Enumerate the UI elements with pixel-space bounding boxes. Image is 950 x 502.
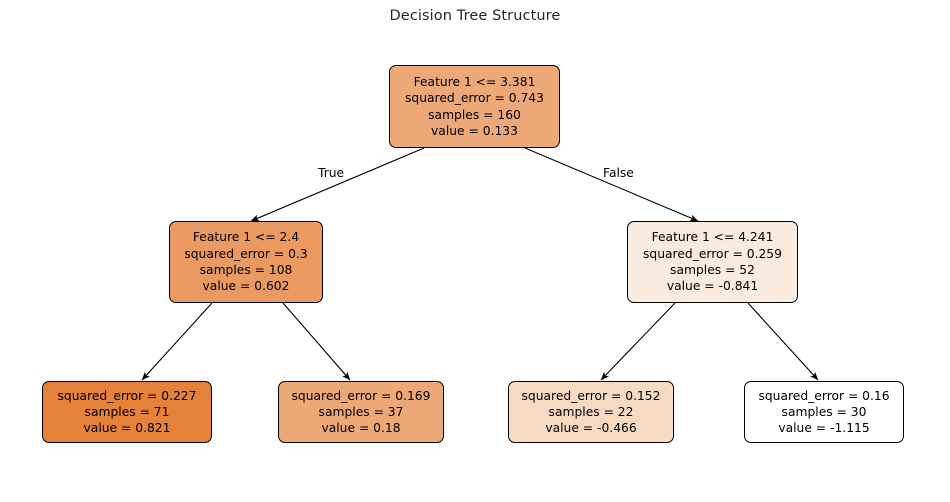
node-left-split: Feature 1 <= 2.4 bbox=[192, 230, 300, 245]
node-root-value: value = 0.133 bbox=[431, 123, 518, 138]
tree-node-root[interactable]: Feature 1 <= 3.381 squared_error = 0.743… bbox=[389, 65, 560, 148]
leaf-4-error: squared_error = 0.16 bbox=[758, 388, 890, 403]
tree-leaf-3[interactable]: squared_error = 0.152 samples = 22 value… bbox=[508, 381, 674, 443]
edge-right-leaf4 bbox=[747, 302, 819, 381]
leaf-3-value: value = -0.466 bbox=[545, 421, 637, 436]
node-left-value: value = 0.602 bbox=[202, 279, 290, 294]
leaf-3-samples: samples = 22 bbox=[548, 404, 634, 419]
leaf-1-value: value = 0.821 bbox=[83, 421, 171, 436]
tree-node-left[interactable]: Feature 1 <= 2.4 squared_error = 0.3 sam… bbox=[169, 221, 323, 303]
leaf-4-samples: samples = 30 bbox=[781, 404, 867, 419]
edge-label-false: False bbox=[603, 166, 634, 180]
leaf-1-samples: samples = 71 bbox=[84, 404, 170, 419]
node-right-error: squared_error = 0.259 bbox=[643, 246, 782, 261]
tree-node-right[interactable]: Feature 1 <= 4.241 squared_error = 0.259… bbox=[627, 221, 798, 303]
page-title: Decision Tree Structure bbox=[389, 8, 561, 24]
leaf-1-error: squared_error = 0.227 bbox=[57, 388, 197, 403]
tree-leaf-1[interactable]: squared_error = 0.227 samples = 71 value… bbox=[42, 381, 212, 443]
edge-left-leaf2 bbox=[282, 302, 351, 381]
edge-right-leaf3 bbox=[600, 302, 676, 381]
tree-leaf-2[interactable]: squared_error = 0.169 samples = 37 value… bbox=[278, 381, 444, 443]
edge-left-leaf1 bbox=[141, 302, 213, 381]
node-root-split: Feature 1 <= 3.381 bbox=[413, 74, 536, 89]
edge-root-right bbox=[524, 147, 699, 222]
node-left-error: squared_error = 0.3 bbox=[184, 246, 308, 261]
node-right-value: value = -0.841 bbox=[666, 279, 759, 294]
node-right-split: Feature 1 <= 4.241 bbox=[651, 230, 774, 245]
leaf-3-error: squared_error = 0.152 bbox=[521, 388, 661, 403]
edge-label-true: True bbox=[318, 166, 345, 180]
edge-root-left bbox=[250, 147, 425, 222]
node-left-samples: samples = 108 bbox=[199, 263, 293, 277]
node-root-error: squared_error = 0.743 bbox=[405, 91, 544, 106]
leaf-4-value: value = -1.115 bbox=[778, 421, 870, 436]
leaf-2-error: squared_error = 0.169 bbox=[291, 388, 431, 403]
leaf-2-samples: samples = 37 bbox=[318, 404, 404, 419]
node-right-samples: samples = 52 bbox=[670, 263, 755, 277]
tree-leaf-4[interactable]: squared_error = 0.16 samples = 30 value … bbox=[744, 381, 904, 443]
node-root-samples: samples = 160 bbox=[428, 107, 521, 122]
leaf-2-value: value = 0.18 bbox=[321, 421, 401, 436]
